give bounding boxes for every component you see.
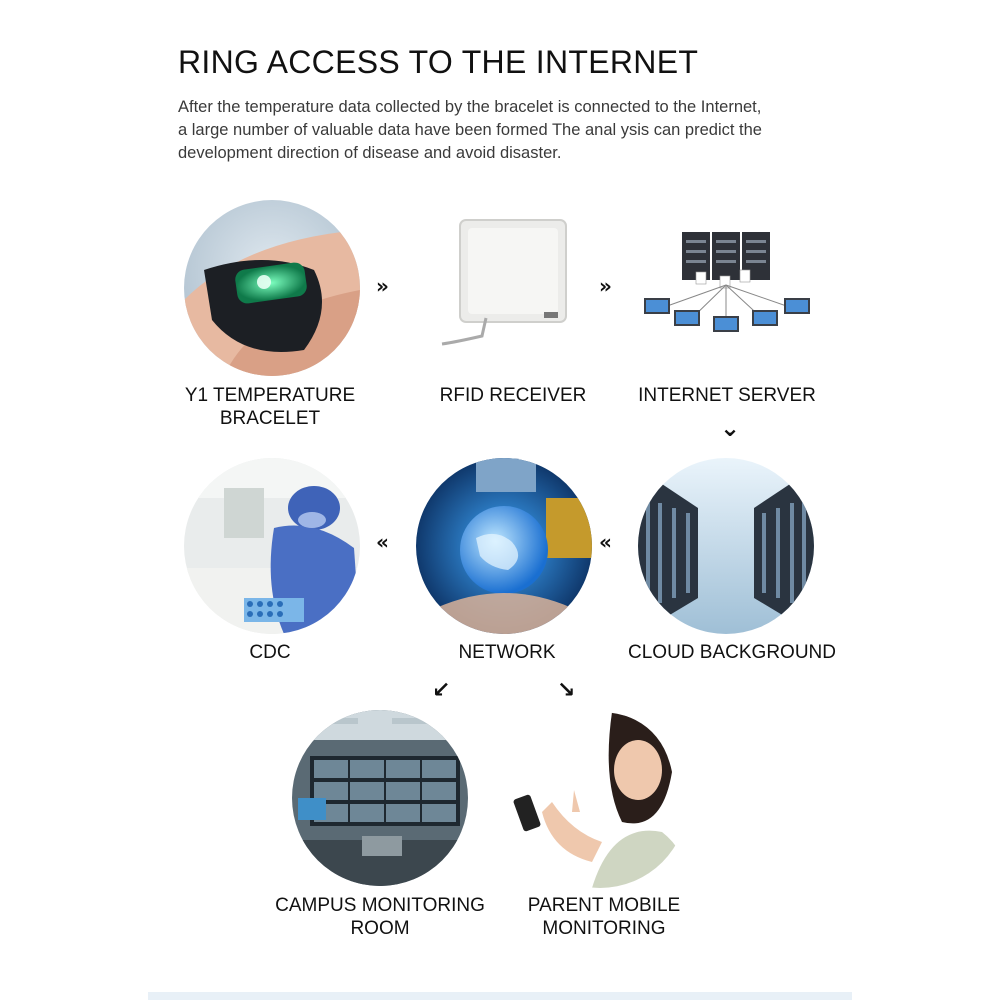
label-network: NETWORK <box>458 641 555 664</box>
woman-phone-photo <box>512 712 688 888</box>
label-bracelet-line-2: BRACELET <box>185 407 355 430</box>
label-network-line-1: NETWORK <box>458 641 555 664</box>
label-campus: CAMPUS MONITORING ROOM <box>275 894 485 940</box>
arrow-left-2: « <box>599 530 612 554</box>
label-server-line-1: INTERNET SERVER <box>638 384 816 407</box>
description-line-3: development direction of disease and avo… <box>178 142 798 165</box>
label-cdc: CDC <box>249 641 290 664</box>
label-bracelet: Y1 TEMPERATURE BRACELET <box>185 384 355 430</box>
rfid-receiver-photo <box>416 200 592 376</box>
bottom-divider <box>148 992 852 1000</box>
bracelet-photo <box>184 200 360 376</box>
label-parent-line-1: PARENT MOBILE <box>528 894 680 917</box>
description-line-2: a large number of valuable data have bee… <box>178 119 798 142</box>
label-rfid-line-1: RFID RECEIVER <box>440 384 587 407</box>
arrow-down: ⌄ <box>720 414 740 442</box>
arrow-left-1: « <box>376 530 389 554</box>
globe-network-photo <box>416 458 592 634</box>
label-bracelet-line-1: Y1 TEMPERATURE <box>185 384 355 407</box>
label-cdc-line-1: CDC <box>249 641 290 664</box>
description-line-1: After the temperature data collected by … <box>178 96 798 119</box>
arrow-down-left: ↙ <box>432 678 450 703</box>
page-title: RING ACCESS TO THE INTERNET <box>178 44 698 81</box>
label-campus-line-1: CAMPUS MONITORING <box>275 894 485 917</box>
label-campus-line-2: ROOM <box>275 917 485 940</box>
monitoring-room-photo <box>292 710 468 886</box>
label-server: INTERNET SERVER <box>638 384 816 407</box>
arrow-right-1: » <box>376 274 389 298</box>
description: After the temperature data collected by … <box>178 96 798 165</box>
arrow-right-2: » <box>599 274 612 298</box>
label-parent: PARENT MOBILE MONITORING <box>528 894 680 940</box>
label-cloud-line-1: CLOUD BACKGROUND <box>628 641 836 664</box>
server-network-photo <box>636 210 820 350</box>
arrow-down-right: ↘ <box>557 678 575 703</box>
label-rfid: RFID RECEIVER <box>440 384 587 407</box>
lab-photo <box>184 458 360 634</box>
data-center-photo <box>638 458 814 634</box>
label-cloud: CLOUD BACKGROUND <box>628 641 836 664</box>
label-parent-line-2: MONITORING <box>528 917 680 940</box>
